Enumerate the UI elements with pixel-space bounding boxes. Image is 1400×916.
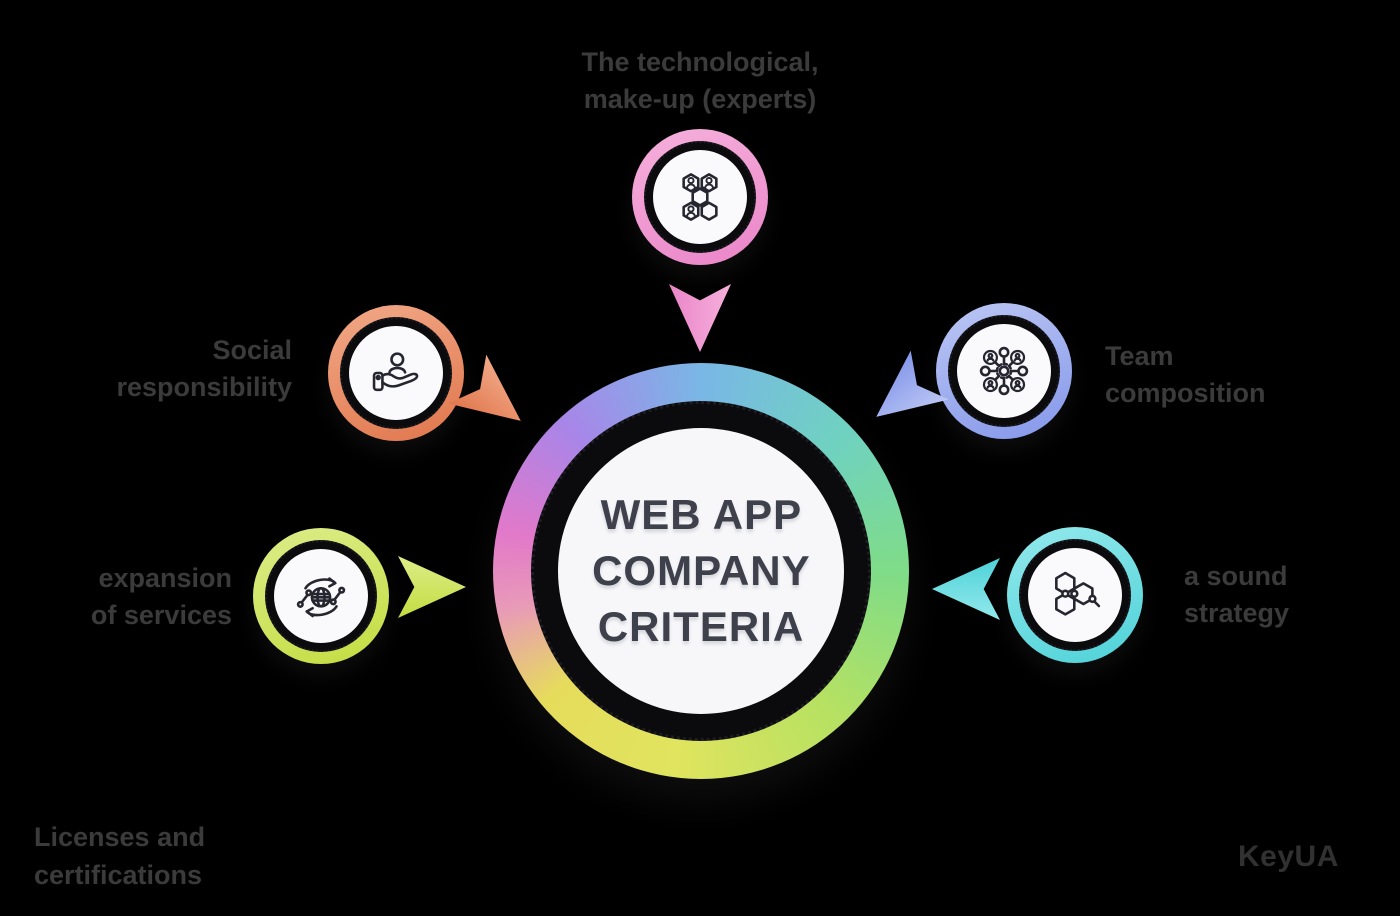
satellite-face: [349, 326, 443, 420]
arrow-sound-strategy: [932, 558, 1000, 620]
satellite-inner-ring: [265, 540, 377, 652]
footer-license-line: Licenses and: [34, 822, 206, 852]
satellite-face: [653, 150, 747, 244]
satellite-social-responsibility: [328, 305, 464, 441]
criteria-wheel-inner-ring: WEB APP COMPANY CRITERIA: [531, 401, 871, 741]
label-line: expansion: [98, 563, 232, 593]
label-technology: The technological, make-up (experts): [450, 44, 950, 118]
satellite-team-composition: [936, 303, 1072, 439]
label-line: Team: [1105, 341, 1174, 371]
satellite-face: [957, 324, 1051, 418]
center-title-line: COMPANY: [592, 547, 810, 594]
arrow-team-composition: [857, 351, 949, 442]
label-line: of services: [90, 600, 232, 630]
satellite-sound-strategy: [1007, 527, 1143, 663]
label-team-composition: Team composition: [1105, 338, 1400, 412]
center-circle: WEB APP COMPANY CRITERIA: [558, 428, 844, 714]
satellite-face: [1028, 548, 1122, 642]
honeycomb-experts-icon: [682, 173, 718, 221]
team-network-icon: [979, 346, 1029, 396]
label-line: responsibility: [116, 372, 292, 402]
satellite-face: [274, 549, 368, 643]
footer-license-line: certifications: [34, 860, 203, 890]
footer-license-text: Licenses and certifications: [34, 818, 205, 894]
center-title-line: WEB APP: [600, 491, 802, 538]
label-line: a sound: [1184, 561, 1288, 591]
arrow-expansion-of-services: [398, 556, 466, 618]
satellite-inner-ring: [644, 141, 756, 253]
satellite-inner-ring: [1019, 539, 1131, 651]
label-line: Social: [212, 335, 292, 365]
satellite-expansion-of-services: [253, 528, 389, 664]
globe-expansion-icon: [296, 577, 346, 618]
label-line: strategy: [1184, 598, 1290, 628]
label-expansion-of-services: expansion of services: [20, 560, 232, 634]
satellite-inner-ring: [340, 317, 452, 429]
satellite-technology: [632, 129, 768, 265]
arrow-technology: [669, 284, 731, 352]
label-sound-strategy: a sound strategy: [1184, 558, 1400, 632]
label-line: composition: [1105, 378, 1266, 408]
hexagon-molecule-icon: [1055, 571, 1101, 616]
center-title: WEB APP COMPANY CRITERIA: [558, 487, 844, 655]
hand-holding-person-icon: [372, 352, 419, 392]
center-title-line: CRITERIA: [597, 603, 805, 650]
label-line: The technological,: [581, 47, 819, 77]
satellite-inner-ring: [948, 315, 1060, 427]
label-social-responsibility: Social responsibility: [40, 332, 292, 406]
criteria-wheel-ring: WEB APP COMPANY CRITERIA: [493, 363, 909, 779]
brand-text: KeyUA: [1238, 840, 1339, 873]
label-line: make-up (experts): [583, 84, 817, 114]
